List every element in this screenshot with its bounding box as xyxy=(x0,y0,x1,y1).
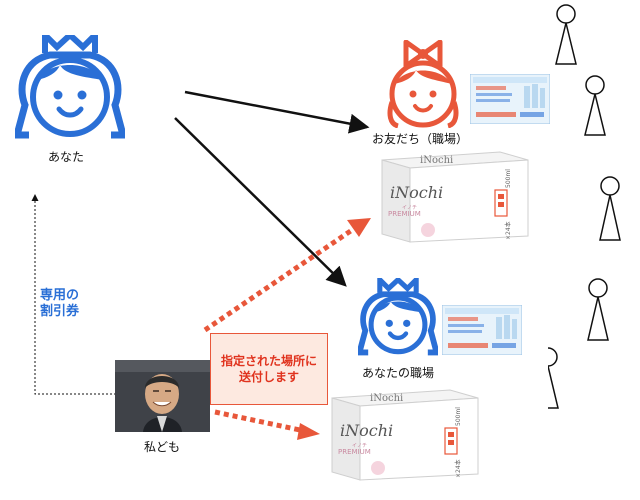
arrow-us-to-friend-delivery xyxy=(203,227,354,333)
staff-photo xyxy=(115,360,210,432)
coworkers-stick-figures xyxy=(548,4,621,409)
coupon-card-workplace-icon xyxy=(442,305,522,355)
stick-figure-icon xyxy=(548,347,558,367)
product-brand-bottom-small: iNochi xyxy=(370,393,403,404)
coupon-label: 専用の 割引券 xyxy=(40,288,80,319)
product-count-top: ×24本 xyxy=(504,221,512,240)
product-volume-top: 500ml xyxy=(505,169,512,188)
product-box-top-icon: iNochi iNochi イノチ PREMIUM 500ml ×24本 xyxy=(381,151,529,243)
friend-avatar-icon xyxy=(387,40,459,128)
label-us: 私ども xyxy=(144,440,181,454)
label-friend: お友だち（職場） xyxy=(372,132,469,146)
arrow-us-to-workplace-delivery-head xyxy=(297,423,320,440)
product-kana-top: イノチ xyxy=(402,205,417,211)
product-brand-top-small: iNochi xyxy=(420,155,453,166)
arrow-us-to-you-coupon xyxy=(31,194,140,395)
product-brand-top: iNochi xyxy=(390,183,443,202)
stick-figure-icon xyxy=(600,176,620,196)
arrow-you-to-workplace xyxy=(174,117,347,287)
product-count-bottom: ×24本 xyxy=(454,459,462,478)
product-box-bottom-icon: iNochi iNochi イノチ PREMIUM 500ml ×24本 xyxy=(331,389,479,481)
arrow-you-to-friend xyxy=(184,90,370,134)
product-grade-top: PREMIUM xyxy=(388,210,421,218)
arrow-us-to-friend-delivery-head xyxy=(347,218,371,237)
label-your-workplace: あなたの職場 xyxy=(362,366,435,380)
stick-figure-icon xyxy=(556,4,576,24)
product-volume-bottom: 500ml xyxy=(455,407,462,426)
product-grade-bottom: PREMIUM xyxy=(338,448,371,456)
delivery-note: 指定された場所に 送付します xyxy=(210,333,328,405)
arrow-us-to-workplace-delivery xyxy=(214,409,301,433)
product-brand-bottom: iNochi xyxy=(340,421,393,440)
your-workplace-avatar-icon xyxy=(358,278,438,356)
coupon-card-friend-icon xyxy=(470,74,550,124)
stick-figure-icon xyxy=(588,278,608,298)
label-you: あなた xyxy=(48,150,85,164)
product-kana-bottom: イノチ xyxy=(352,443,367,449)
stick-figure-icon xyxy=(585,75,605,95)
you-avatar-icon xyxy=(15,35,125,139)
